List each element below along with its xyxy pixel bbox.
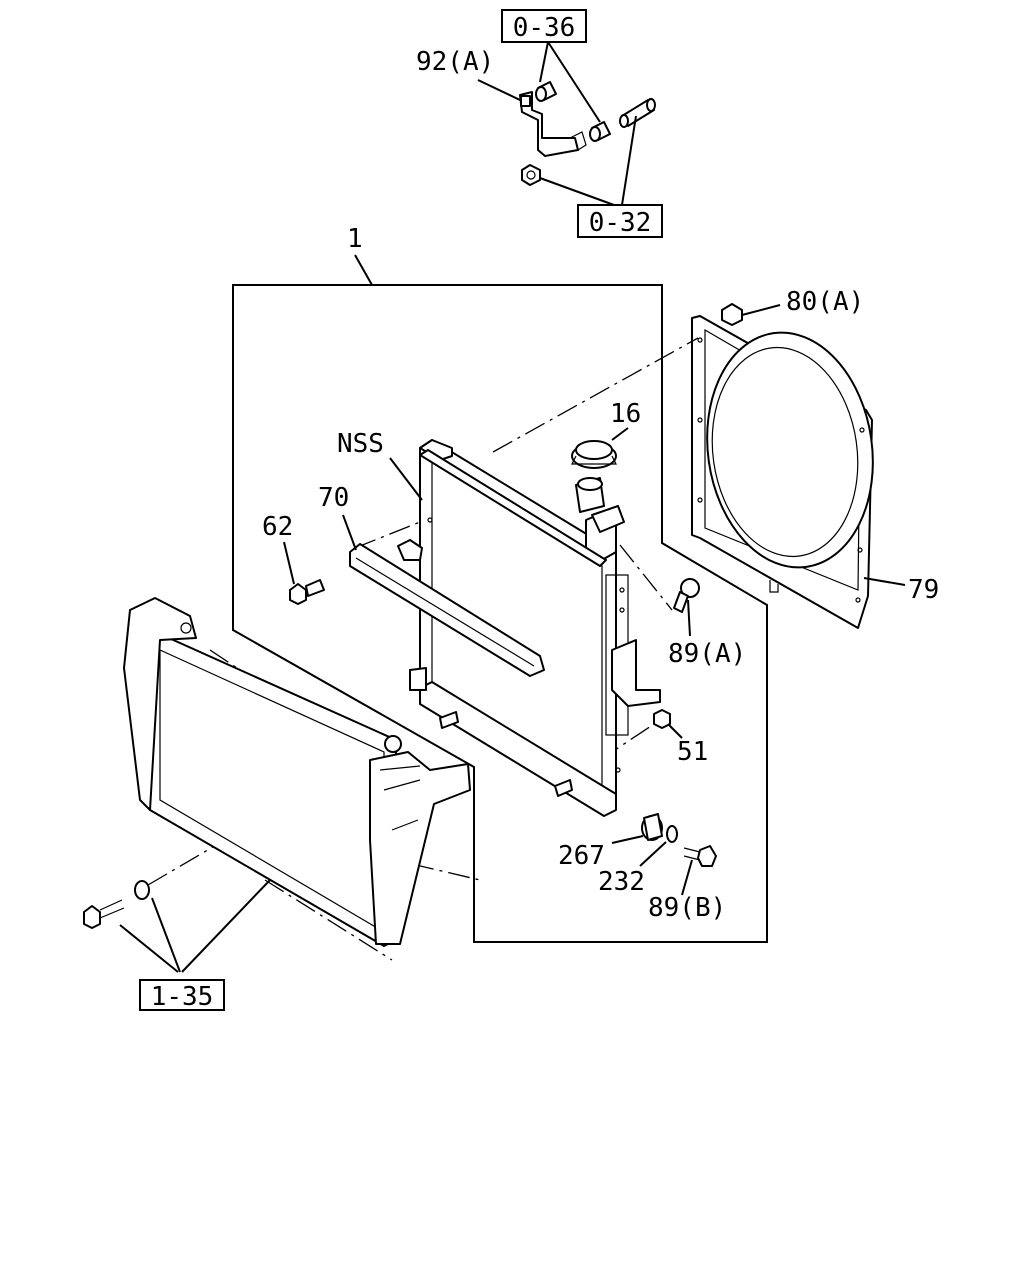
washer-part [666, 825, 678, 843]
bolt-part [653, 709, 671, 729]
pin-part [554, 779, 573, 797]
filler-neck-part [575, 477, 625, 533]
nut-part [521, 164, 541, 186]
pin-part [439, 711, 459, 729]
callout-nss: NSS [337, 429, 384, 459]
callout-16: 16 [610, 399, 641, 429]
ref-label: 0-32 [589, 208, 652, 238]
stud-part [619, 98, 656, 128]
callout-89b: 89(B) [648, 893, 726, 923]
intercooler [123, 597, 471, 947]
radiator-cap-part [571, 427, 629, 469]
radiator-core [409, 439, 661, 817]
fan-shroud [691, 315, 874, 629]
callout-89a: 89(A) [668, 639, 746, 669]
bolt-part [289, 579, 325, 605]
ref-label: 1-35 [151, 982, 214, 1012]
callout-51: 51 [677, 737, 708, 767]
ref-box-1-35[interactable]: 1-35 [139, 979, 225, 1012]
bolt-part [83, 899, 125, 929]
ref-label: 0-36 [513, 13, 576, 43]
cushion-part [641, 813, 663, 841]
ref-box-0-32[interactable]: 0-32 [577, 204, 663, 238]
assembly-outline [232, 284, 768, 943]
callout-92a: 92(A) [416, 47, 494, 77]
ref-box-0-36[interactable]: 0-36 [501, 9, 587, 43]
bolt-part [673, 578, 700, 613]
bolt-part [683, 845, 717, 867]
bracket-assembly [477, 41, 656, 206]
callout-70: 70 [318, 483, 349, 513]
bolt-part [721, 303, 781, 326]
spacer-part [535, 81, 557, 102]
callout-1: 1 [347, 224, 363, 254]
callout-80a: 80(A) [786, 287, 864, 317]
hose-pipe-part [349, 539, 545, 677]
washer-part [134, 880, 150, 900]
callout-267: 267 [558, 841, 605, 871]
callout-79: 79 [908, 575, 939, 605]
spacer-part [589, 121, 611, 142]
callout-232: 232 [598, 867, 645, 897]
callout-62: 62 [262, 512, 293, 542]
